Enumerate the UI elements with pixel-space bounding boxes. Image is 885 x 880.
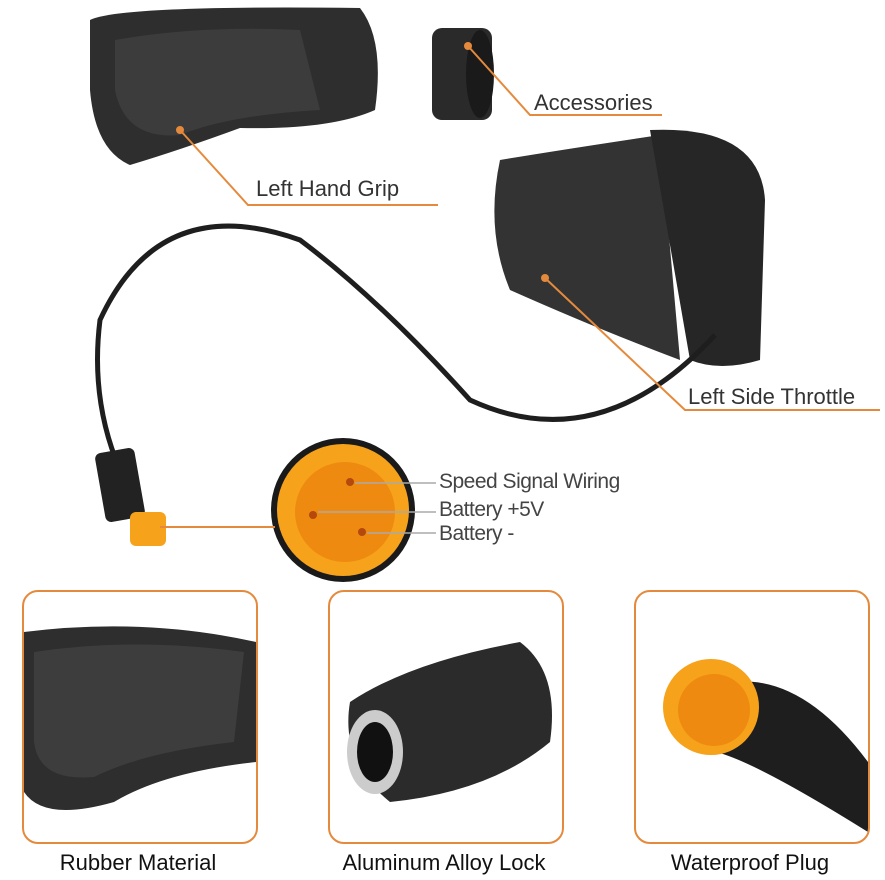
pin-battery-minus: Battery - [439,522,514,545]
callout-accessories: Accessories [534,90,653,115]
feature-panel-rubber [22,590,258,844]
throttle-image [494,129,765,366]
callout-left-hand-grip: Left Hand Grip [256,176,400,201]
connector-closeup-image [271,438,415,582]
feature-panel-lock [328,590,564,844]
feature-panel-plug [634,590,870,844]
pin-speed-signal: Speed Signal Wiring [439,470,620,493]
accessory-ring-image [432,28,494,120]
callout-left-side-throttle: Left Side Throttle [688,384,856,409]
caption-rubber-material: Rubber Material [59,850,217,875]
left-hand-grip-image [90,7,378,165]
caption-waterproof-plug: Waterproof Plug [670,850,830,875]
pin-battery-plus: Battery +5V [439,498,544,521]
caption-aluminum-alloy-lock: Aluminum Alloy Lock [342,850,546,875]
